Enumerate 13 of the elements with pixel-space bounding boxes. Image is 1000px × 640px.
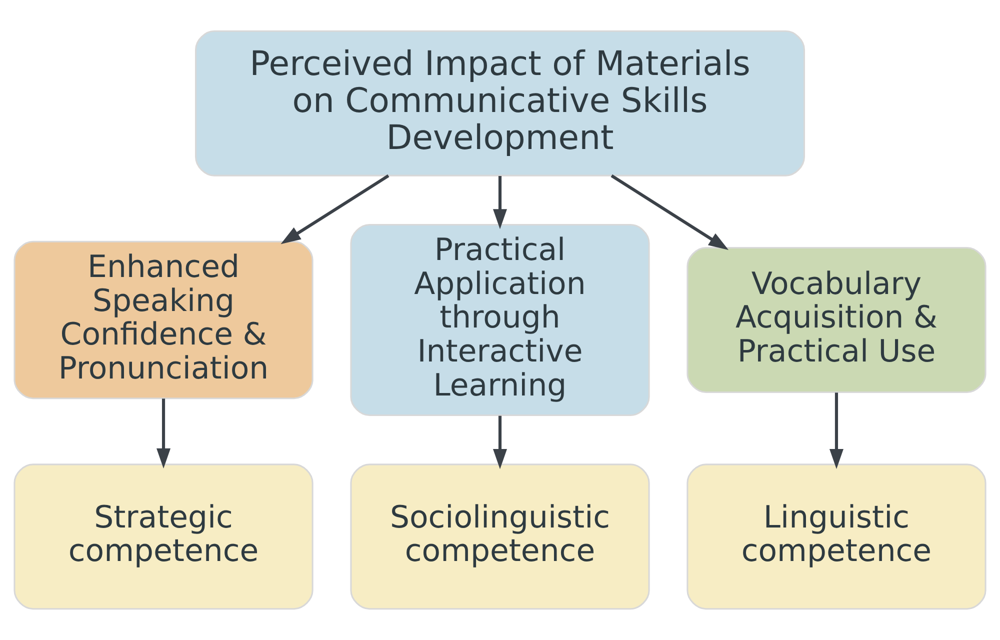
arrow [493,176,507,230]
arrow [493,416,507,470]
arrow [280,174,390,244]
arrow [156,398,171,468]
node-box: Perceived Impact of Materials on Communicative Skills Development [195,30,805,176]
arrow [610,174,729,250]
node-box: Vocabulary Acquisition & Practical Use [686,247,986,393]
node-box: Strategic competence [14,464,314,610]
node-box: Linguistic competence [686,464,986,610]
node-box: Enhanced Speaking Confidence & Pronunciation [14,240,314,400]
node-box: Practical Application through Interactive Learning [350,224,650,416]
node-box: Sociolinguistic competence [350,464,650,610]
arrow [829,392,844,469]
